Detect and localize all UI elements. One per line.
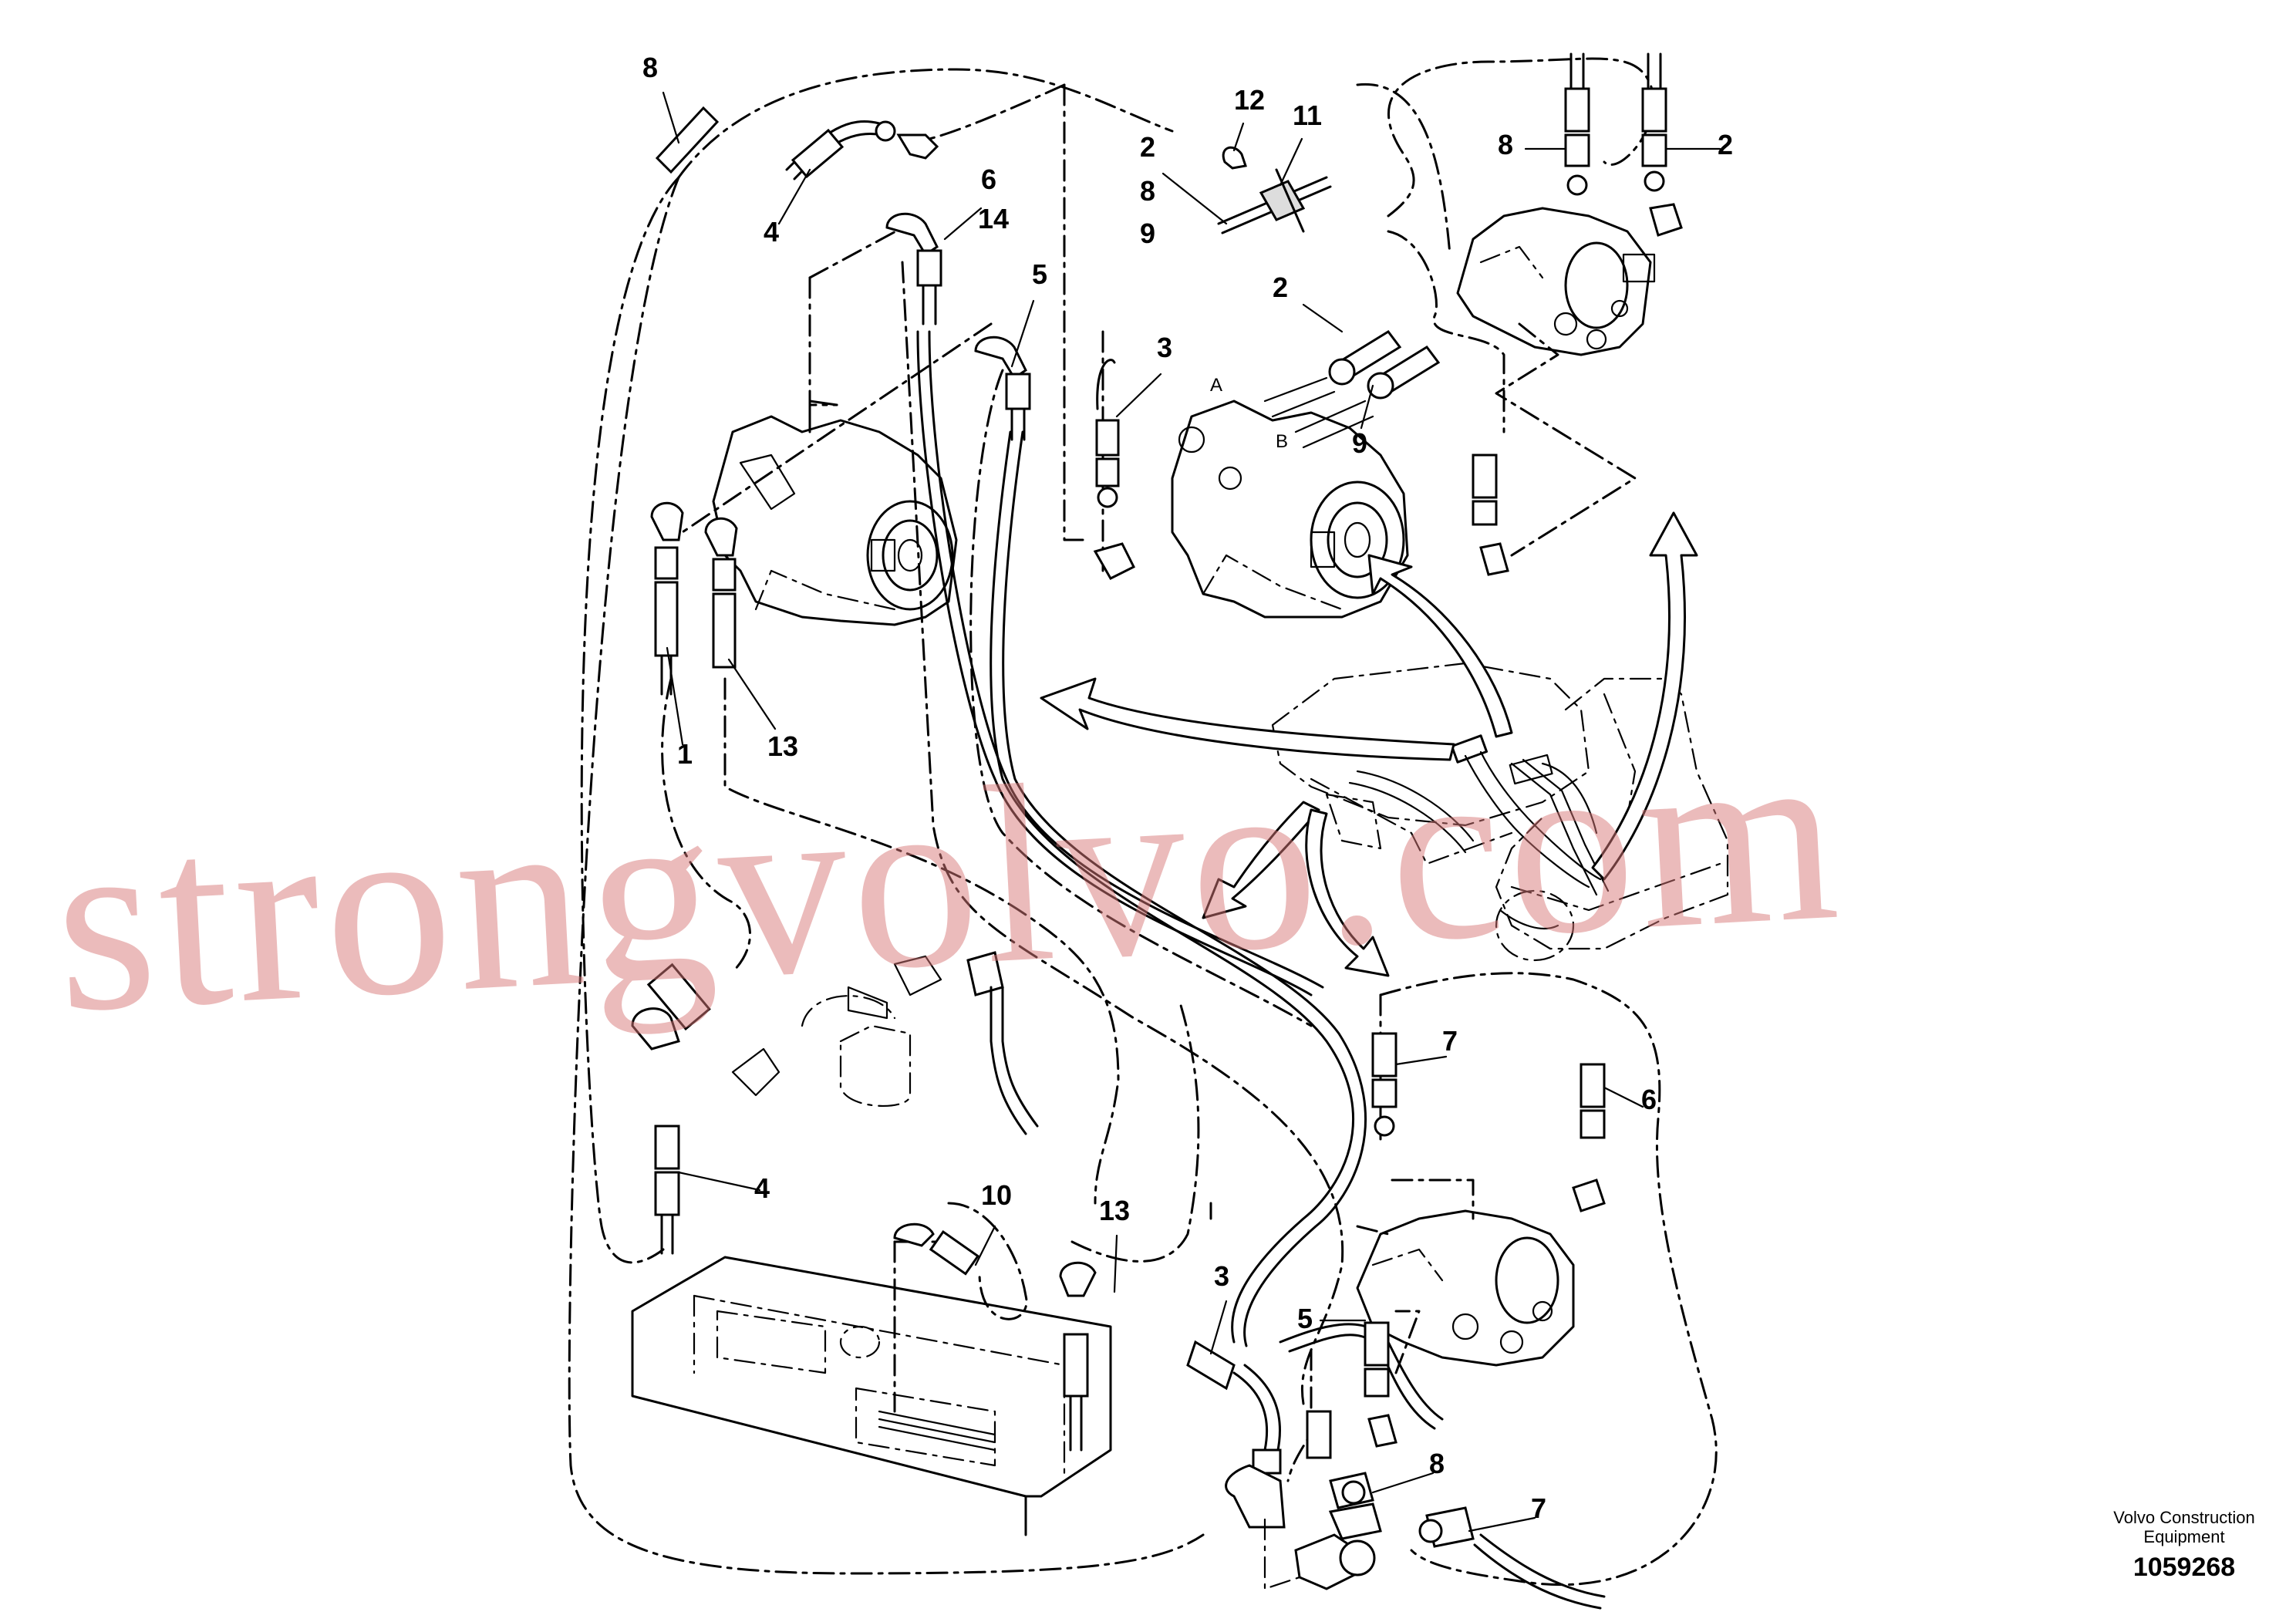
hydraulic-tank	[631, 1256, 1112, 1536]
document-number: 1059268	[2133, 1553, 2235, 1582]
port-labels: AB	[1210, 375, 1288, 452]
callout-labels: 8 4 6 14 5 12 11 2 8 9 3 2 9 8 2 1 13 7 6 4 10 13 3 5 8 7	[642, 52, 1733, 1524]
callout-2: 2	[1273, 271, 1288, 303]
upper-middle-hydraulic-motor	[1171, 400, 1409, 619]
callout-13: 13	[767, 730, 798, 762]
callout-13: 13	[1099, 1195, 1130, 1226]
callout-leaders	[662, 91, 1721, 1533]
callout-7: 7	[1442, 1025, 1458, 1057]
callout-5: 5	[1032, 258, 1047, 290]
footer-company-line1: Volvo Construction	[2113, 1508, 2254, 1527]
lower-right-hydraulic-pump	[1356, 1209, 1575, 1367]
callout-5: 5	[1297, 1303, 1313, 1334]
callout-4: 4	[754, 1172, 770, 1204]
callout-2: 2	[1718, 129, 1733, 160]
callout-11: 11	[1293, 99, 1322, 131]
upper-right-hydraulic-pump	[1456, 207, 1656, 356]
fittings	[631, 52, 1683, 1590]
callout-8: 8	[1140, 175, 1155, 207]
callout-3: 3	[1157, 332, 1172, 363]
callout-8: 8	[1498, 129, 1513, 160]
hose-lines	[916, 330, 1606, 1610]
callout-12: 12	[1234, 84, 1265, 116]
direction-arrows	[1040, 511, 1698, 977]
callout-6: 6	[1641, 1084, 1657, 1115]
callout-4: 4	[764, 216, 779, 248]
callout-7: 7	[1531, 1492, 1546, 1524]
callout-2: 2	[1140, 131, 1155, 163]
callout-9: 9	[1352, 427, 1367, 459]
port-label-b: B	[1276, 431, 1288, 452]
callout-8: 8	[642, 52, 658, 83]
footer-company-line2: Equipment	[2143, 1527, 2224, 1546]
callout-6: 6	[981, 164, 996, 195]
watermark: strongvolvo.com	[49, 691, 1848, 1066]
filter-valve-block	[731, 955, 942, 1107]
upper-left-hydraulic-motor	[712, 400, 958, 626]
callout-10: 10	[981, 1179, 1012, 1211]
callout-3: 3	[1214, 1260, 1229, 1292]
callout-8: 8	[1429, 1448, 1445, 1479]
callout-14: 14	[978, 203, 1009, 234]
port-label-a: A	[1210, 375, 1222, 396]
callout-9: 9	[1140, 218, 1155, 249]
callout-1: 1	[677, 738, 693, 770]
